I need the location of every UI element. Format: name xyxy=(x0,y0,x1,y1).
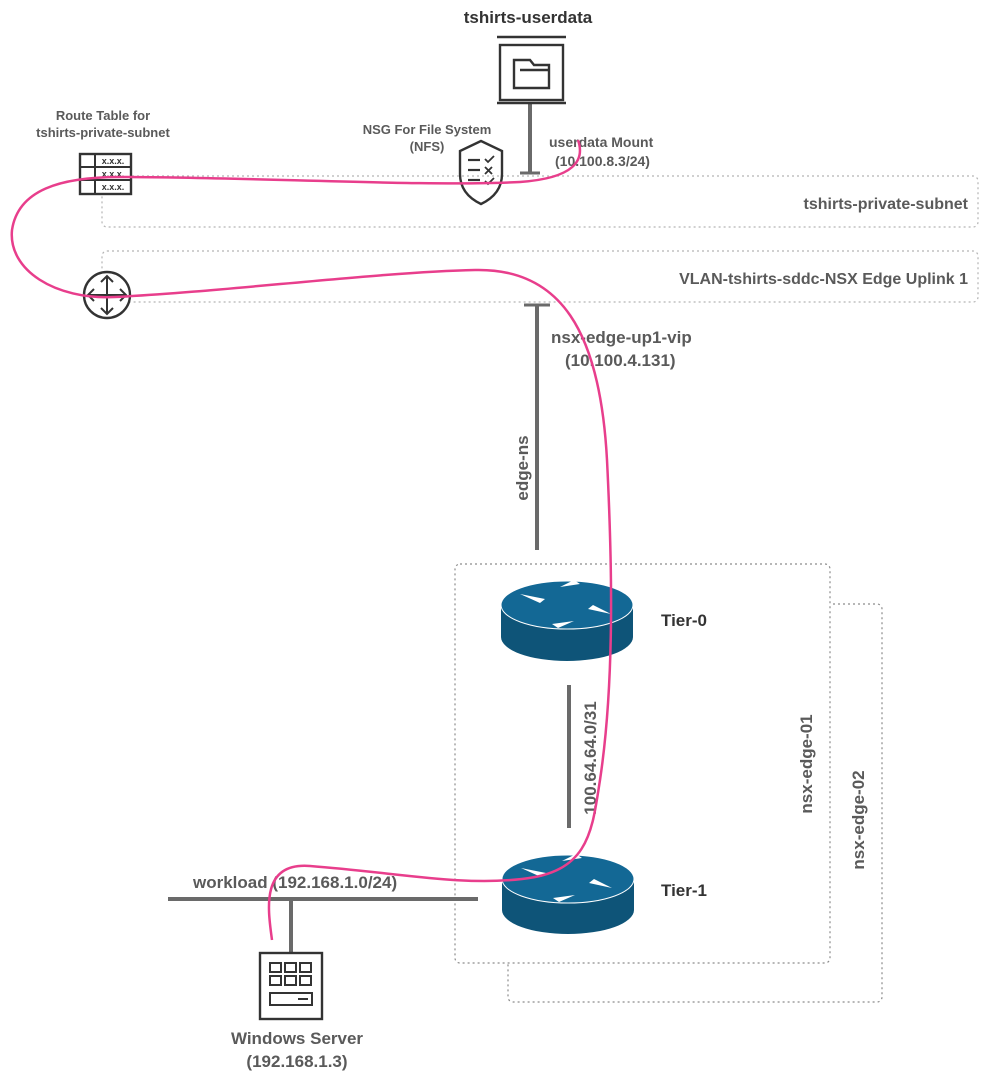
private-subnet-label: tshirts-private-subnet xyxy=(804,196,969,213)
server-icon xyxy=(258,951,324,1021)
vlan-label: VLAN-tshirts-sddc-NSX Edge Uplink 1 xyxy=(679,271,968,288)
uplink-ip: (10.100.4.131) xyxy=(565,351,676,370)
nsg-label-2: (NFS) xyxy=(410,139,445,154)
tier0-router-top xyxy=(500,580,634,630)
router-arrows-icon xyxy=(82,270,132,320)
route-table-icon: x.x.x. x.x.x. x.x.x. xyxy=(78,152,133,196)
tier0-label: Tier-0 xyxy=(661,611,707,630)
tier1-label: Tier-1 xyxy=(661,881,707,900)
uplink-name: nsx-edge-up1-vip xyxy=(551,328,692,347)
tier1-router-icon xyxy=(501,854,635,934)
private-subnet-zone xyxy=(101,175,979,228)
server-ip: (192.168.1.3) xyxy=(246,1052,347,1071)
tier1-router-top xyxy=(501,854,635,904)
route-table-cell-1: x.x.x. xyxy=(102,156,125,166)
route-table-label-2: tshirts-private-subnet xyxy=(36,125,170,140)
nsx-edge-02-label: nsx-edge-02 xyxy=(849,770,868,869)
transit-label: 100.64.64.0/31 xyxy=(581,701,600,814)
workload-label: workload (192.168.1.0/24) xyxy=(192,873,397,892)
server-name: Windows Server xyxy=(231,1029,363,1048)
edge-ns-label: edge-ns xyxy=(513,435,532,500)
mount-ip: (10.100.8.3/24) xyxy=(555,153,650,169)
storage-title: tshirts-userdata xyxy=(464,8,593,27)
tier0-router-icon xyxy=(500,580,634,661)
mount-label: userdata Mount xyxy=(549,134,654,150)
shield-checklist-icon xyxy=(458,139,504,206)
nsx-edge-01-label: nsx-edge-01 xyxy=(797,714,816,813)
folder-storage-icon xyxy=(497,35,566,105)
nsg-label-1: NSG For File System xyxy=(363,122,492,137)
route-table-cell-2: x.x.x. xyxy=(102,169,125,179)
route-table-cell-3: x.x.x. xyxy=(102,182,125,192)
traffic-path xyxy=(10,139,613,941)
route-table-label-1: Route Table for xyxy=(56,108,150,123)
